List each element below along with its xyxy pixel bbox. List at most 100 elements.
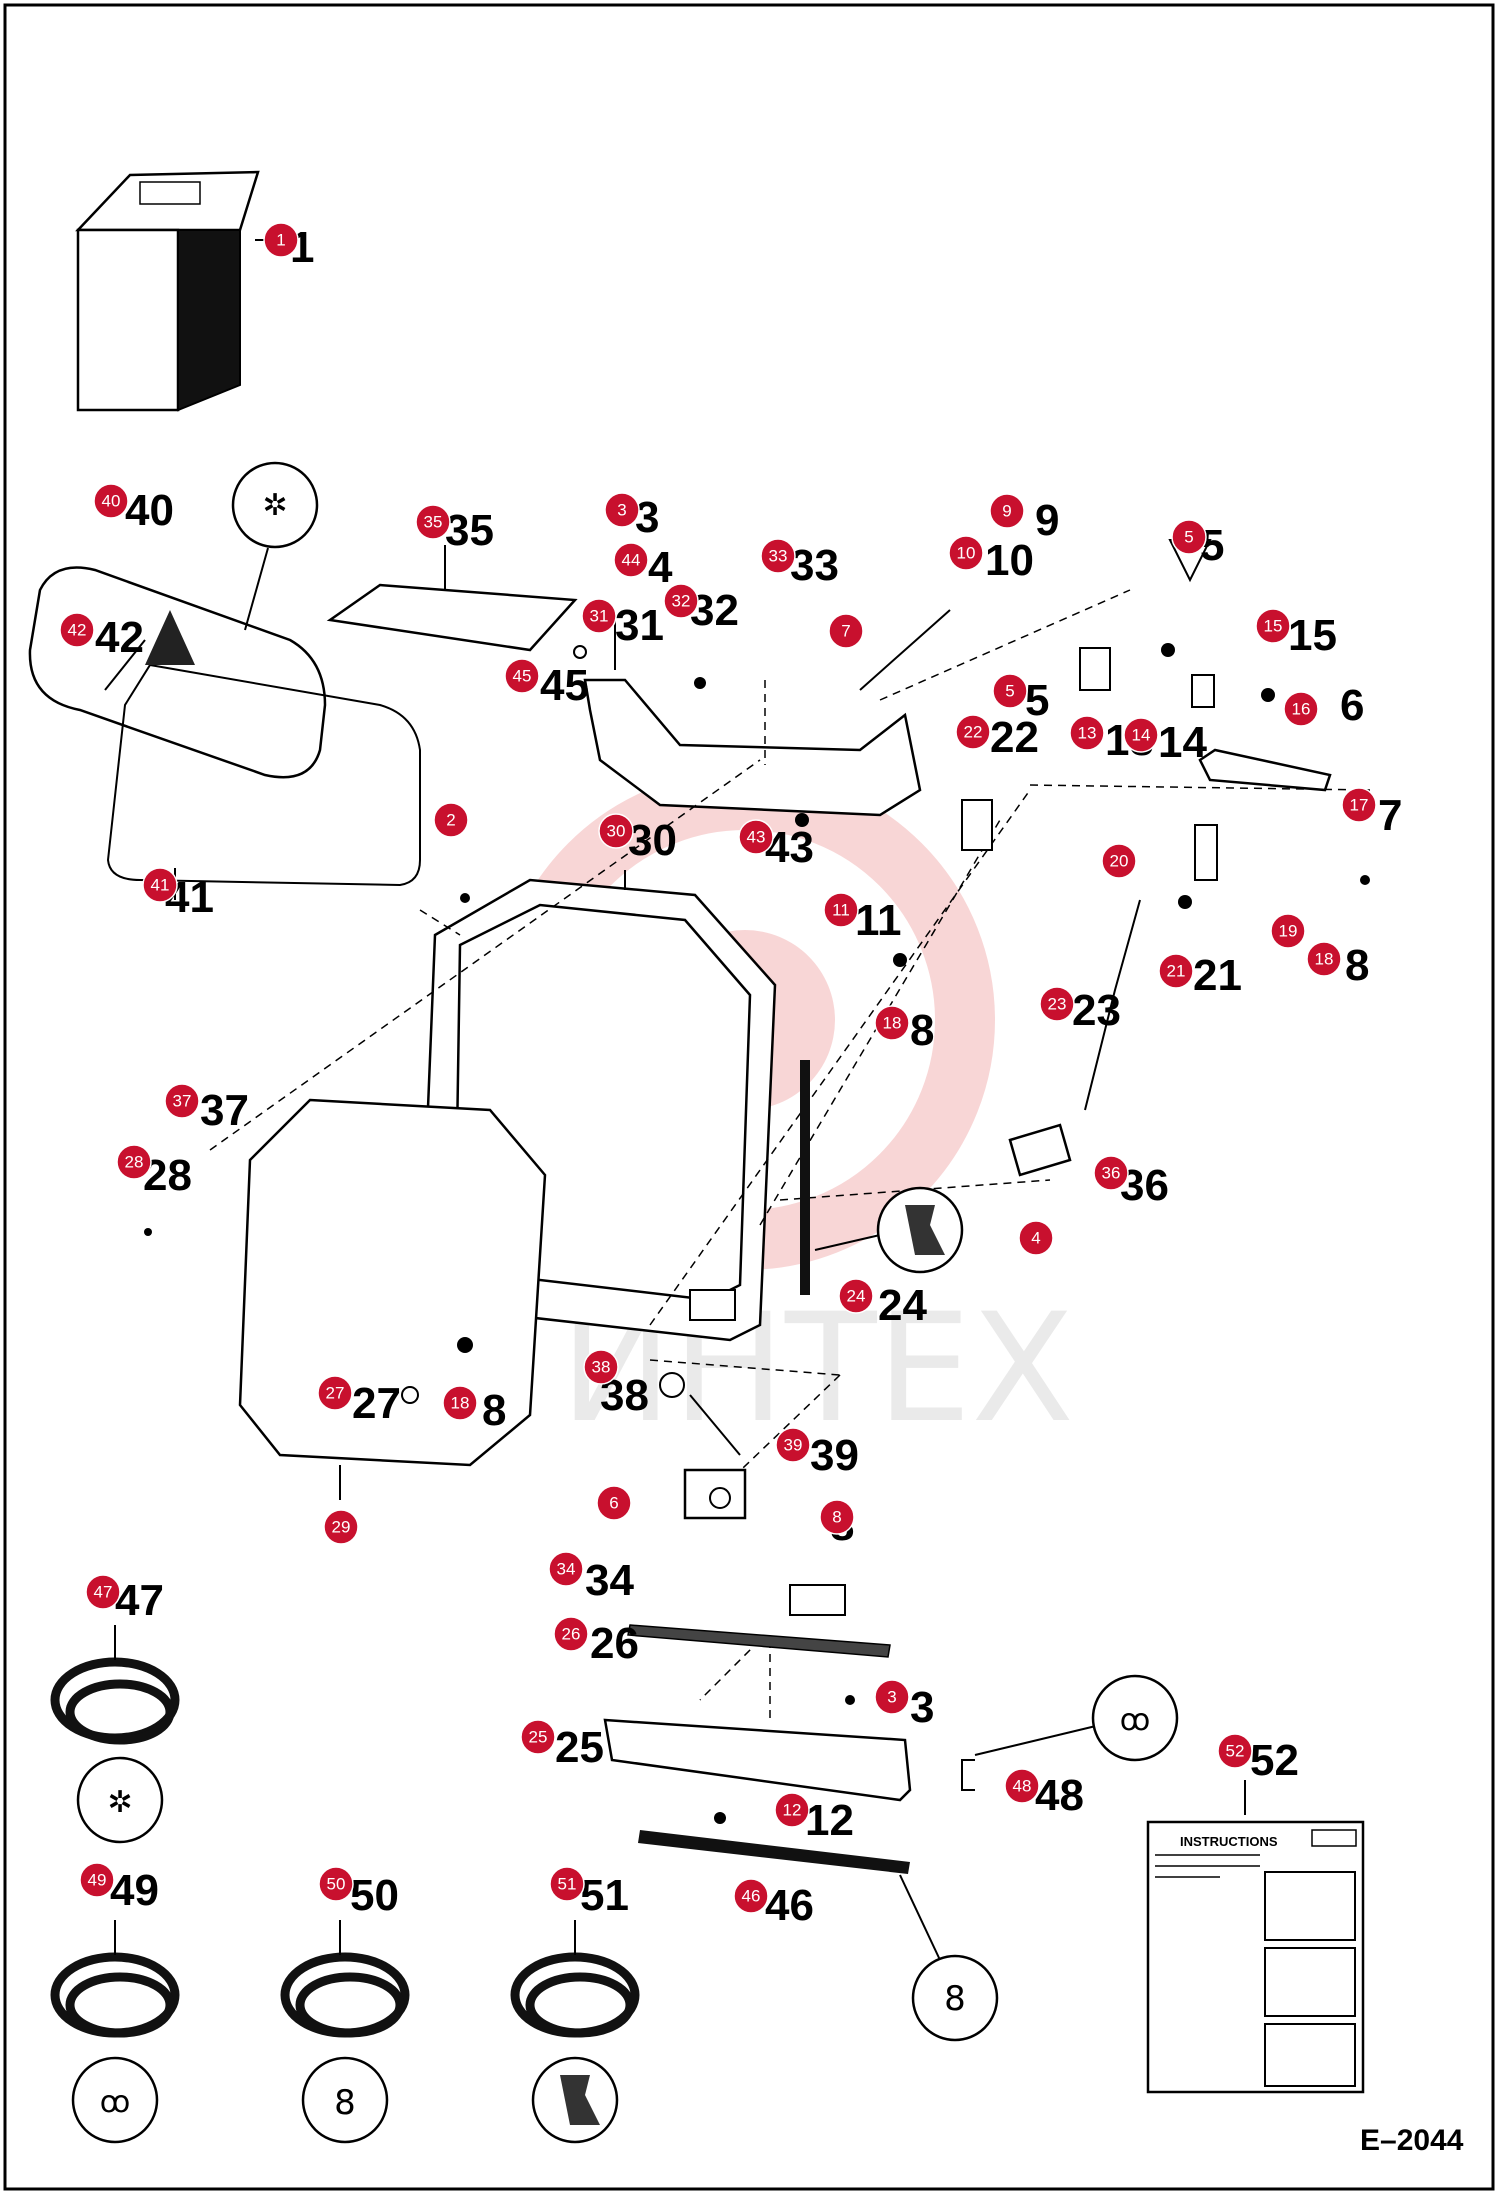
ghost-label: 8 bbox=[482, 1386, 506, 1435]
callout-1[interactable]: 1 bbox=[263, 222, 299, 258]
callout-26[interactable]: 26 bbox=[553, 1616, 589, 1652]
callout-24[interactable]: 24 bbox=[838, 1278, 874, 1314]
callout-label: 19 bbox=[1279, 922, 1298, 941]
callout-label: 49 bbox=[88, 1871, 107, 1890]
callout-marker-icon bbox=[549, 1866, 585, 1902]
part-box bbox=[75, 170, 285, 412]
callout-7[interactable]: 7 bbox=[828, 613, 864, 649]
callout-17[interactable]: 17 bbox=[1341, 787, 1377, 823]
callout-32[interactable]: 32 bbox=[663, 583, 699, 619]
callout-marker-icon bbox=[1004, 1768, 1040, 1804]
callout-22[interactable]: 22 bbox=[955, 714, 991, 750]
ghost-label: 5 bbox=[1025, 676, 1049, 725]
ghost-label: 21 bbox=[1193, 951, 1242, 1000]
callout-42[interactable]: 42 bbox=[59, 612, 95, 648]
ghost-label: 6 bbox=[1340, 681, 1364, 730]
ghost-label: 33 bbox=[790, 541, 839, 590]
callout-label: 26 bbox=[562, 1625, 581, 1644]
callout-3b[interactable]: 3 bbox=[874, 1679, 910, 1715]
callout-label: 48 bbox=[1013, 1777, 1032, 1796]
svg-text:✲: ✲ bbox=[262, 488, 287, 523]
part-lock bbox=[659, 1372, 747, 1520]
callout-marker-icon bbox=[1069, 715, 1105, 751]
callout-45[interactable]: 45 bbox=[504, 658, 540, 694]
callout-38[interactable]: 38 bbox=[583, 1349, 619, 1385]
callout-16[interactable]: 16 bbox=[1283, 691, 1319, 727]
detail-seal-3: 8 bbox=[911, 1954, 999, 2042]
callout-48[interactable]: 48 bbox=[1004, 1768, 1040, 1804]
callout-label: 23 bbox=[1048, 995, 1067, 1014]
svg-text:ꝏ: ꝏ bbox=[100, 2085, 131, 2120]
callout-46[interactable]: 46 bbox=[733, 1878, 769, 1914]
callout-23[interactable]: 23 bbox=[1039, 986, 1075, 1022]
callout-25[interactable]: 25 bbox=[520, 1719, 556, 1755]
callout-label: 27 bbox=[326, 1384, 345, 1403]
callout-19[interactable]: 19 bbox=[1270, 913, 1306, 949]
callout-marker-icon bbox=[955, 714, 991, 750]
callout-label: 18 bbox=[883, 1014, 902, 1033]
callout-39[interactable]: 39 bbox=[775, 1427, 811, 1463]
callout-28[interactable]: 28 bbox=[116, 1144, 152, 1180]
callout-13[interactable]: 13 bbox=[1069, 715, 1105, 751]
callout-12[interactable]: 12 bbox=[774, 1792, 810, 1828]
part-strip bbox=[800, 1060, 881, 1295]
ghost-label: 10 bbox=[985, 536, 1034, 585]
callout-8[interactable]: 8 bbox=[819, 1499, 855, 1535]
part-strap bbox=[859, 609, 951, 691]
callout-40[interactable]: 40 bbox=[93, 483, 129, 519]
callout-36[interactable]: 36 bbox=[1093, 1155, 1129, 1191]
ghost-label: 22 bbox=[990, 713, 1039, 762]
callout-30[interactable]: 30 bbox=[598, 813, 634, 849]
callout-34[interactable]: 34 bbox=[548, 1551, 584, 1587]
callout-10[interactable]: 10 bbox=[948, 535, 984, 571]
callout-marker-icon bbox=[442, 1385, 478, 1421]
callout-marker-icon bbox=[819, 1499, 855, 1535]
callout-2[interactable]: 2 bbox=[433, 802, 469, 838]
callout-4[interactable]: 4 bbox=[1018, 1220, 1054, 1256]
ghost-label: 14 bbox=[1158, 718, 1207, 767]
callout-14[interactable]: 14 bbox=[1123, 717, 1159, 753]
callout-47[interactable]: 47 bbox=[85, 1574, 121, 1610]
callout-52[interactable]: 52 bbox=[1217, 1733, 1253, 1769]
callout-6[interactable]: 6 bbox=[596, 1485, 632, 1521]
callout-33[interactable]: 33 bbox=[760, 538, 796, 574]
callout-35[interactable]: 35 bbox=[415, 504, 451, 540]
callout-5b[interactable]: 5 bbox=[992, 673, 1028, 709]
callout-50[interactable]: 50 bbox=[318, 1866, 354, 1902]
callout-label: 16 bbox=[1292, 700, 1311, 719]
callout-11[interactable]: 11 bbox=[823, 892, 859, 928]
ghost-label: 3 bbox=[635, 493, 659, 542]
callout-3a[interactable]: 3 bbox=[604, 492, 640, 528]
callout-51[interactable]: 51 bbox=[549, 1866, 585, 1902]
ghost-label: 27 bbox=[352, 1379, 401, 1428]
callout-5a[interactable]: 5 bbox=[1171, 519, 1207, 555]
callout-label: 2 bbox=[446, 811, 455, 830]
callout-label: 31 bbox=[590, 607, 609, 626]
diagram-frame bbox=[3, 3, 1495, 2191]
ghost-label: 26 bbox=[590, 1619, 639, 1668]
callout-9[interactable]: 9 bbox=[989, 493, 1025, 529]
callout-15[interactable]: 15 bbox=[1255, 608, 1291, 644]
callout-27[interactable]: 27 bbox=[317, 1375, 353, 1411]
callout-label: 52 bbox=[1226, 1742, 1245, 1761]
callout-18a[interactable]: 18 bbox=[874, 1005, 910, 1041]
part-door-glass bbox=[238, 1098, 547, 1500]
callout-37[interactable]: 37 bbox=[164, 1083, 200, 1119]
callout-49[interactable]: 49 bbox=[79, 1862, 115, 1898]
callout-31[interactable]: 31 bbox=[581, 598, 617, 634]
callout-marker-icon bbox=[164, 1083, 200, 1119]
callout-21[interactable]: 21 bbox=[1158, 953, 1194, 989]
ghost-label: 11 bbox=[855, 896, 902, 945]
callout-label: 38 bbox=[592, 1358, 611, 1377]
callout-marker-icon bbox=[79, 1862, 115, 1898]
callout-marker-icon bbox=[992, 673, 1028, 709]
callout-18c[interactable]: 18 bbox=[442, 1385, 478, 1421]
callout-20[interactable]: 20 bbox=[1101, 843, 1137, 879]
callout-29[interactable]: 29 bbox=[323, 1509, 359, 1545]
callout-marker-icon bbox=[116, 1144, 152, 1180]
callout-44[interactable]: 44 bbox=[613, 542, 649, 578]
callout-label: 7 bbox=[841, 622, 850, 641]
callout-41[interactable]: 41 bbox=[142, 867, 178, 903]
callout-43[interactable]: 43 bbox=[738, 819, 774, 855]
callout-18b[interactable]: 18 bbox=[1306, 941, 1342, 977]
